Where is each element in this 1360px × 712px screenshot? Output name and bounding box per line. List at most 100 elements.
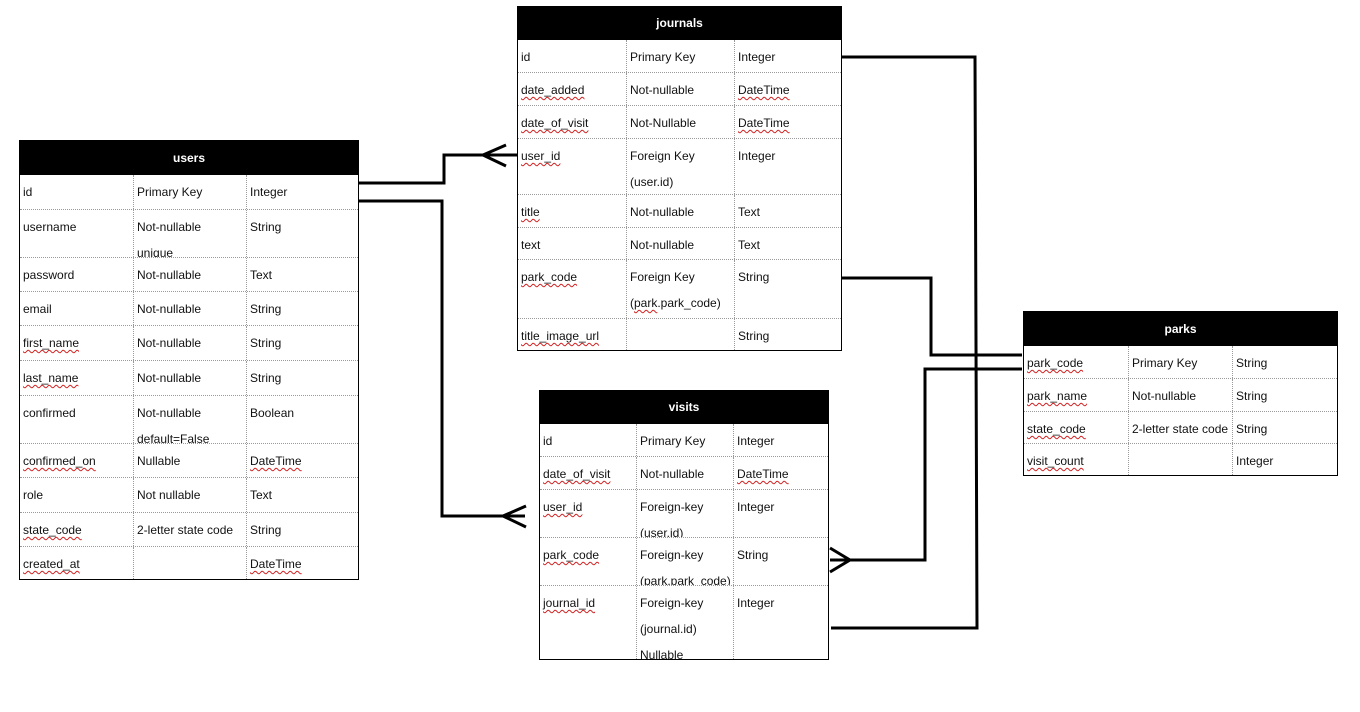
field-type-text: DateTime [738, 116, 790, 130]
field-constraint [1128, 444, 1232, 475]
field-type-text: Text [738, 205, 761, 219]
field-name-text: user_id [543, 500, 583, 514]
field-type: Integer [246, 175, 358, 209]
table-title: journals [518, 7, 841, 40]
constraint-line: Not-nullable [137, 406, 202, 420]
constraint-line: (park.park_code) [640, 574, 731, 585]
field-type-text: String [250, 302, 282, 316]
field-constraint [133, 547, 246, 579]
constraint-line: (user.id) [640, 526, 684, 537]
table-row: visit_count Integer [1024, 443, 1337, 475]
field-constraint: Primary Key [133, 175, 246, 209]
field-name: visit_count [1024, 444, 1128, 475]
field-name: date_of_visit [540, 457, 636, 489]
field-type-text: Boolean [250, 406, 295, 420]
constraint-line: Not nullable [137, 488, 201, 502]
field-name: date_added [518, 73, 626, 105]
field-name-text: title_image_url [521, 329, 600, 343]
field-type: String [1232, 346, 1337, 378]
field-name-text: park_name [1027, 389, 1088, 403]
field-constraint: Not-nullable [133, 326, 246, 360]
field-name: user_id [540, 490, 636, 537]
field-name-text: text [521, 238, 541, 252]
field-type: DateTime [734, 73, 841, 105]
field-type-text: String [1236, 356, 1268, 370]
constraint-line: Not-nullable [137, 302, 202, 316]
field-constraint: 2-letter state code [133, 513, 246, 546]
field-name-text: park_code [543, 548, 600, 562]
field-constraint: Nullable [133, 444, 246, 477]
field-name: state_code [20, 513, 133, 546]
field-name: last_name [20, 361, 133, 395]
table-row: id Primary Key Integer [540, 424, 828, 456]
field-type-text: String [737, 548, 769, 562]
field-name: state_code [1024, 412, 1128, 443]
field-type-text: String [738, 329, 770, 343]
field-name-text: date_of_visit [543, 467, 611, 481]
field-type-text: Integer [737, 434, 775, 448]
constraint-line: unique [137, 246, 174, 257]
field-name: first_name [20, 326, 133, 360]
field-type: Text [734, 228, 841, 259]
constraint-line: Nullable [640, 648, 684, 659]
field-name-text: user_id [521, 149, 561, 163]
table-row: role Not nullable Text [20, 477, 358, 512]
field-type-text: Text [250, 268, 273, 282]
constraint-line: Not-nullable [137, 268, 202, 282]
field-name-text: visit_count [1027, 454, 1084, 468]
constraint-line: Not-nullable [630, 83, 695, 97]
field-constraint: Not-nullable [133, 361, 246, 395]
constraint-line: (park.park_code) [630, 296, 721, 310]
table-title: users [20, 141, 358, 175]
table-title: parks [1024, 312, 1337, 346]
field-constraint: Foreign-key (park.park_code) [636, 538, 733, 585]
field-type: Integer [1232, 444, 1337, 475]
field-name: park_code [518, 260, 626, 318]
constraint-line: Primary Key [640, 434, 706, 448]
field-type: String [246, 210, 358, 257]
field-type-text: String [250, 523, 282, 537]
field-name: park_code [1024, 346, 1128, 378]
field-type-text: String [738, 270, 770, 284]
field-name: id [20, 175, 133, 209]
field-type-text: Integer [1236, 454, 1274, 468]
field-name-text: id [23, 185, 33, 199]
rel-parks-visits [829, 367, 1022, 574]
field-type: Boolean [246, 396, 358, 443]
constraint-line: default=False [137, 432, 210, 443]
field-type: DateTime [733, 457, 828, 489]
field-type: Text [734, 195, 841, 227]
field-name: user_id [518, 139, 626, 194]
table-row: park_code Foreign-key (park.park_code) Stri… [540, 537, 828, 585]
field-type-text: DateTime [250, 454, 302, 468]
field-name: password [20, 258, 133, 291]
field-name: journal_id [540, 586, 636, 659]
field-constraint: Primary Key [626, 40, 734, 72]
field-constraint: Not-nullable [636, 457, 733, 489]
field-type-text: String [1236, 389, 1268, 403]
field-type: DateTime [246, 547, 358, 579]
constraint-line: Foreign-key [640, 548, 704, 562]
field-name-text: username [23, 220, 77, 234]
field-name: id [540, 424, 636, 456]
field-type: Text [246, 478, 358, 512]
field-name: role [20, 478, 133, 512]
constraint-line: (user.id) [630, 175, 674, 189]
field-constraint: Foreign Key(user.id) [626, 139, 734, 194]
table-row: date_added Not-nullable DateTime [518, 72, 841, 105]
field-constraint: Not-nullable default=False [133, 396, 246, 443]
constraint-line: 2-letter state code [137, 523, 234, 537]
